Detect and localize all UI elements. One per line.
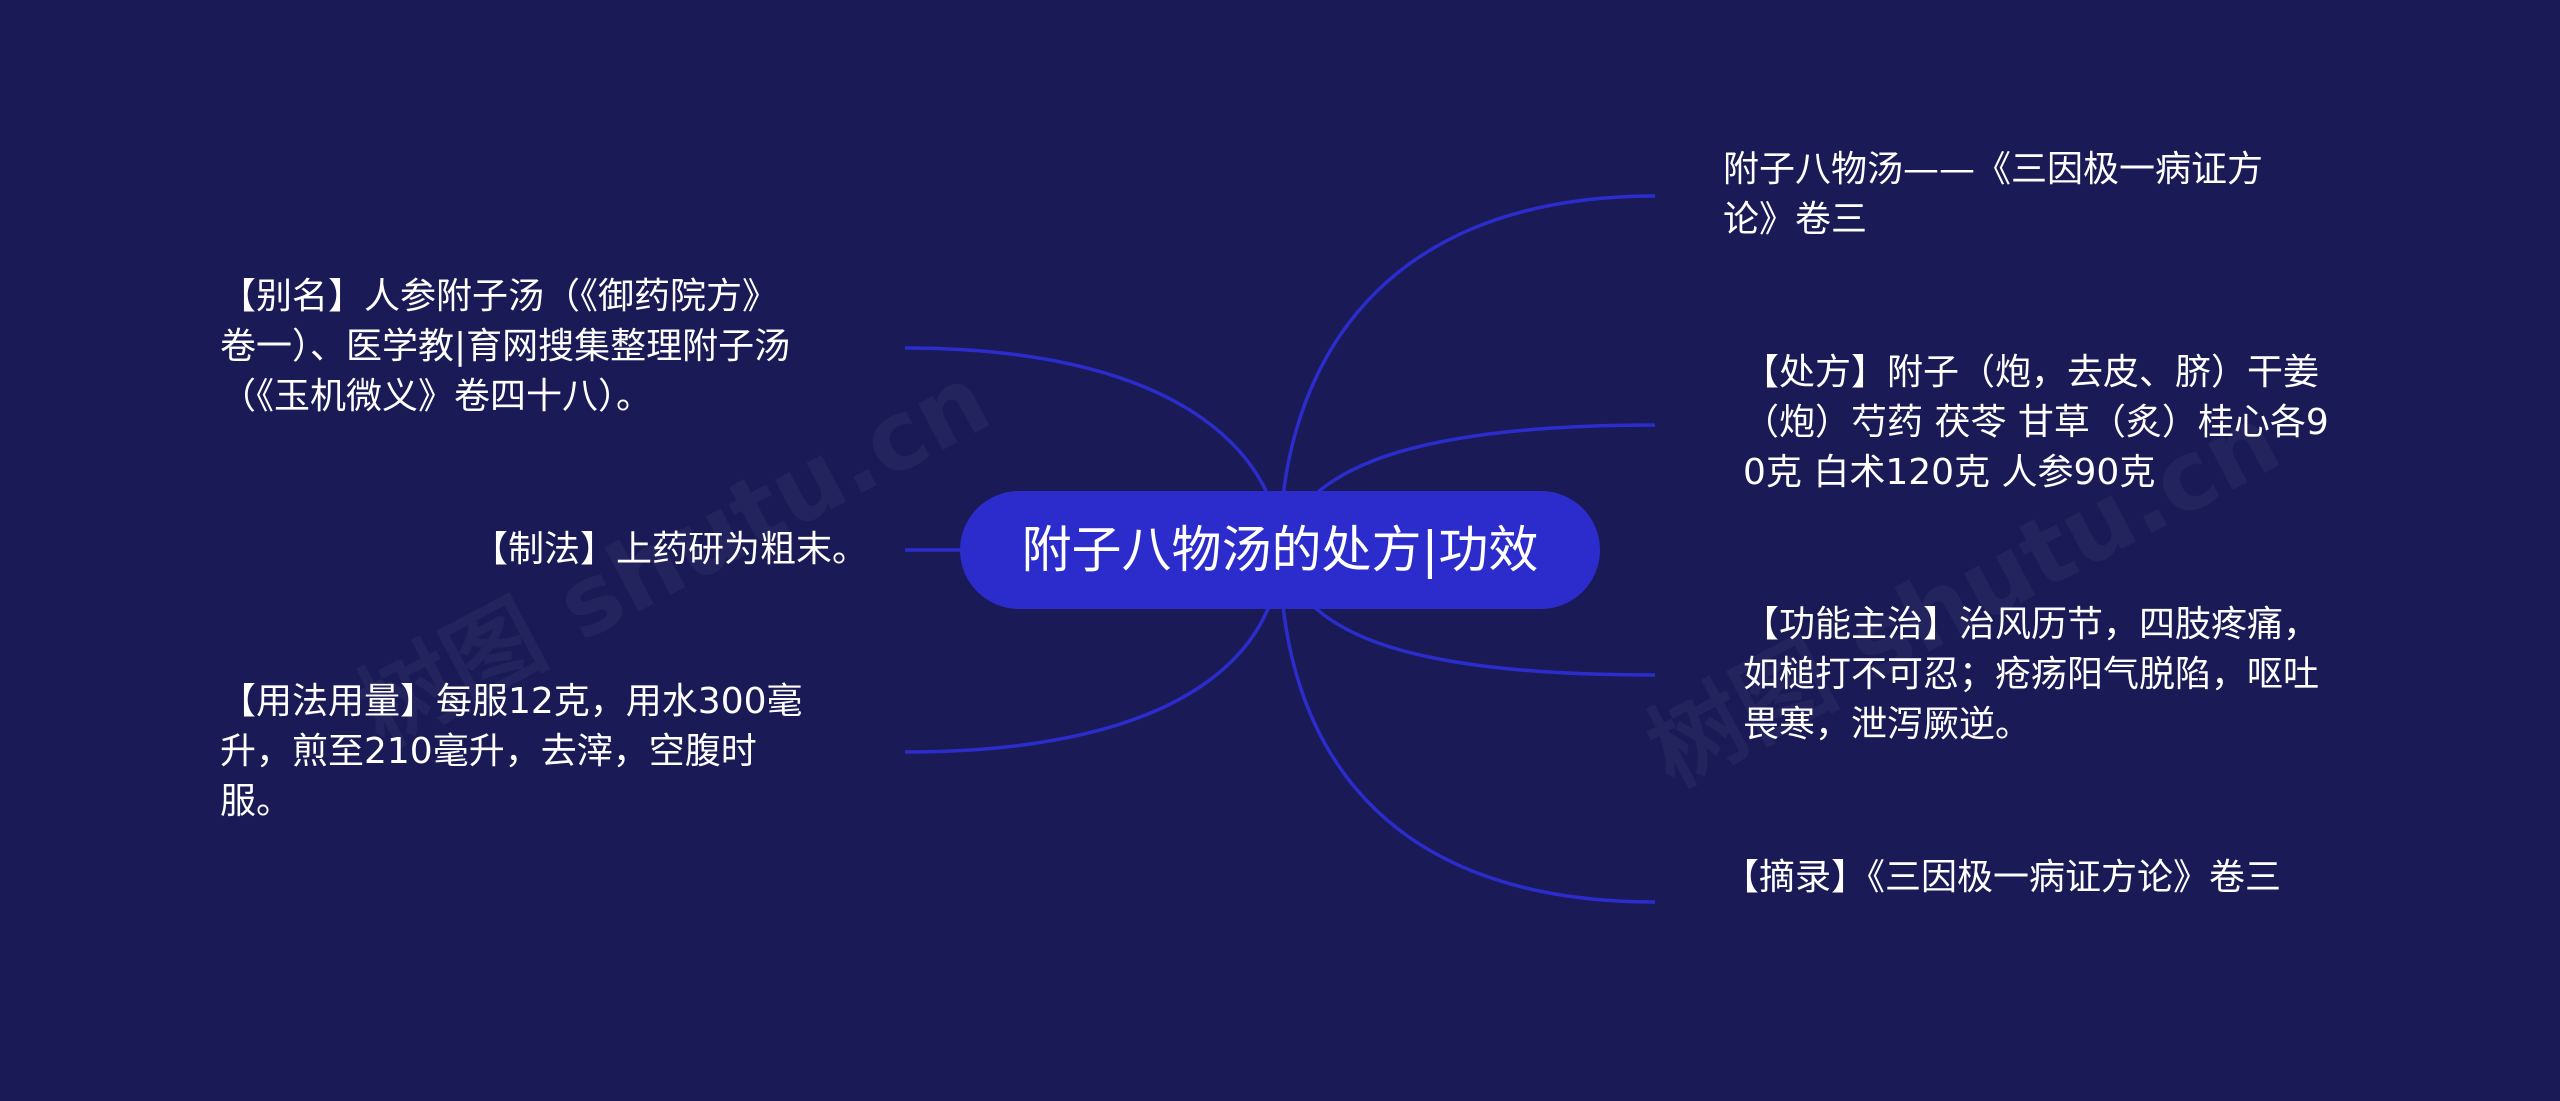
branch-indications[interactable]: 【功能主治】治风历节，四肢疼痛，如槌打不可忍；疮疡阳气脱陷，呕吐畏寒，泄泻厥逆。 bbox=[1743, 604, 2320, 745]
branch-usage-dosage[interactable]: 【用法用量】每服12克，用水300毫升，煎至210毫升，去滓，空腹时服。 bbox=[220, 681, 803, 822]
central-topic-label: 附子八物汤的处方|功效 bbox=[1021, 521, 1539, 579]
branch-excerpt[interactable]: 【摘录】《三因极一病证方论》卷三 bbox=[1723, 857, 2282, 898]
branch-formula[interactable]: 【处方】附子（炮，去皮、脐）干姜（炮）芍药 茯苓 甘草（炙）桂心各90克 白术1… bbox=[1743, 352, 2329, 493]
branch-source-title[interactable]: 附子八物汤——《三因极一病证方论》卷三 bbox=[1723, 149, 2264, 240]
edge-title bbox=[1278, 194, 1656, 551]
branch-alias[interactable]: 【别名】人参附子汤（《御药院方》卷一）、医学教|育网搜集整理附子汤（《玉机微义》… bbox=[220, 276, 791, 417]
central-topic[interactable]: 附子八物汤的处方|功效 bbox=[960, 491, 1600, 609]
branch-preparation[interactable]: 【制法】上药研为粗末。 bbox=[471, 529, 868, 570]
edge-excerpt bbox=[1278, 549, 1656, 904]
